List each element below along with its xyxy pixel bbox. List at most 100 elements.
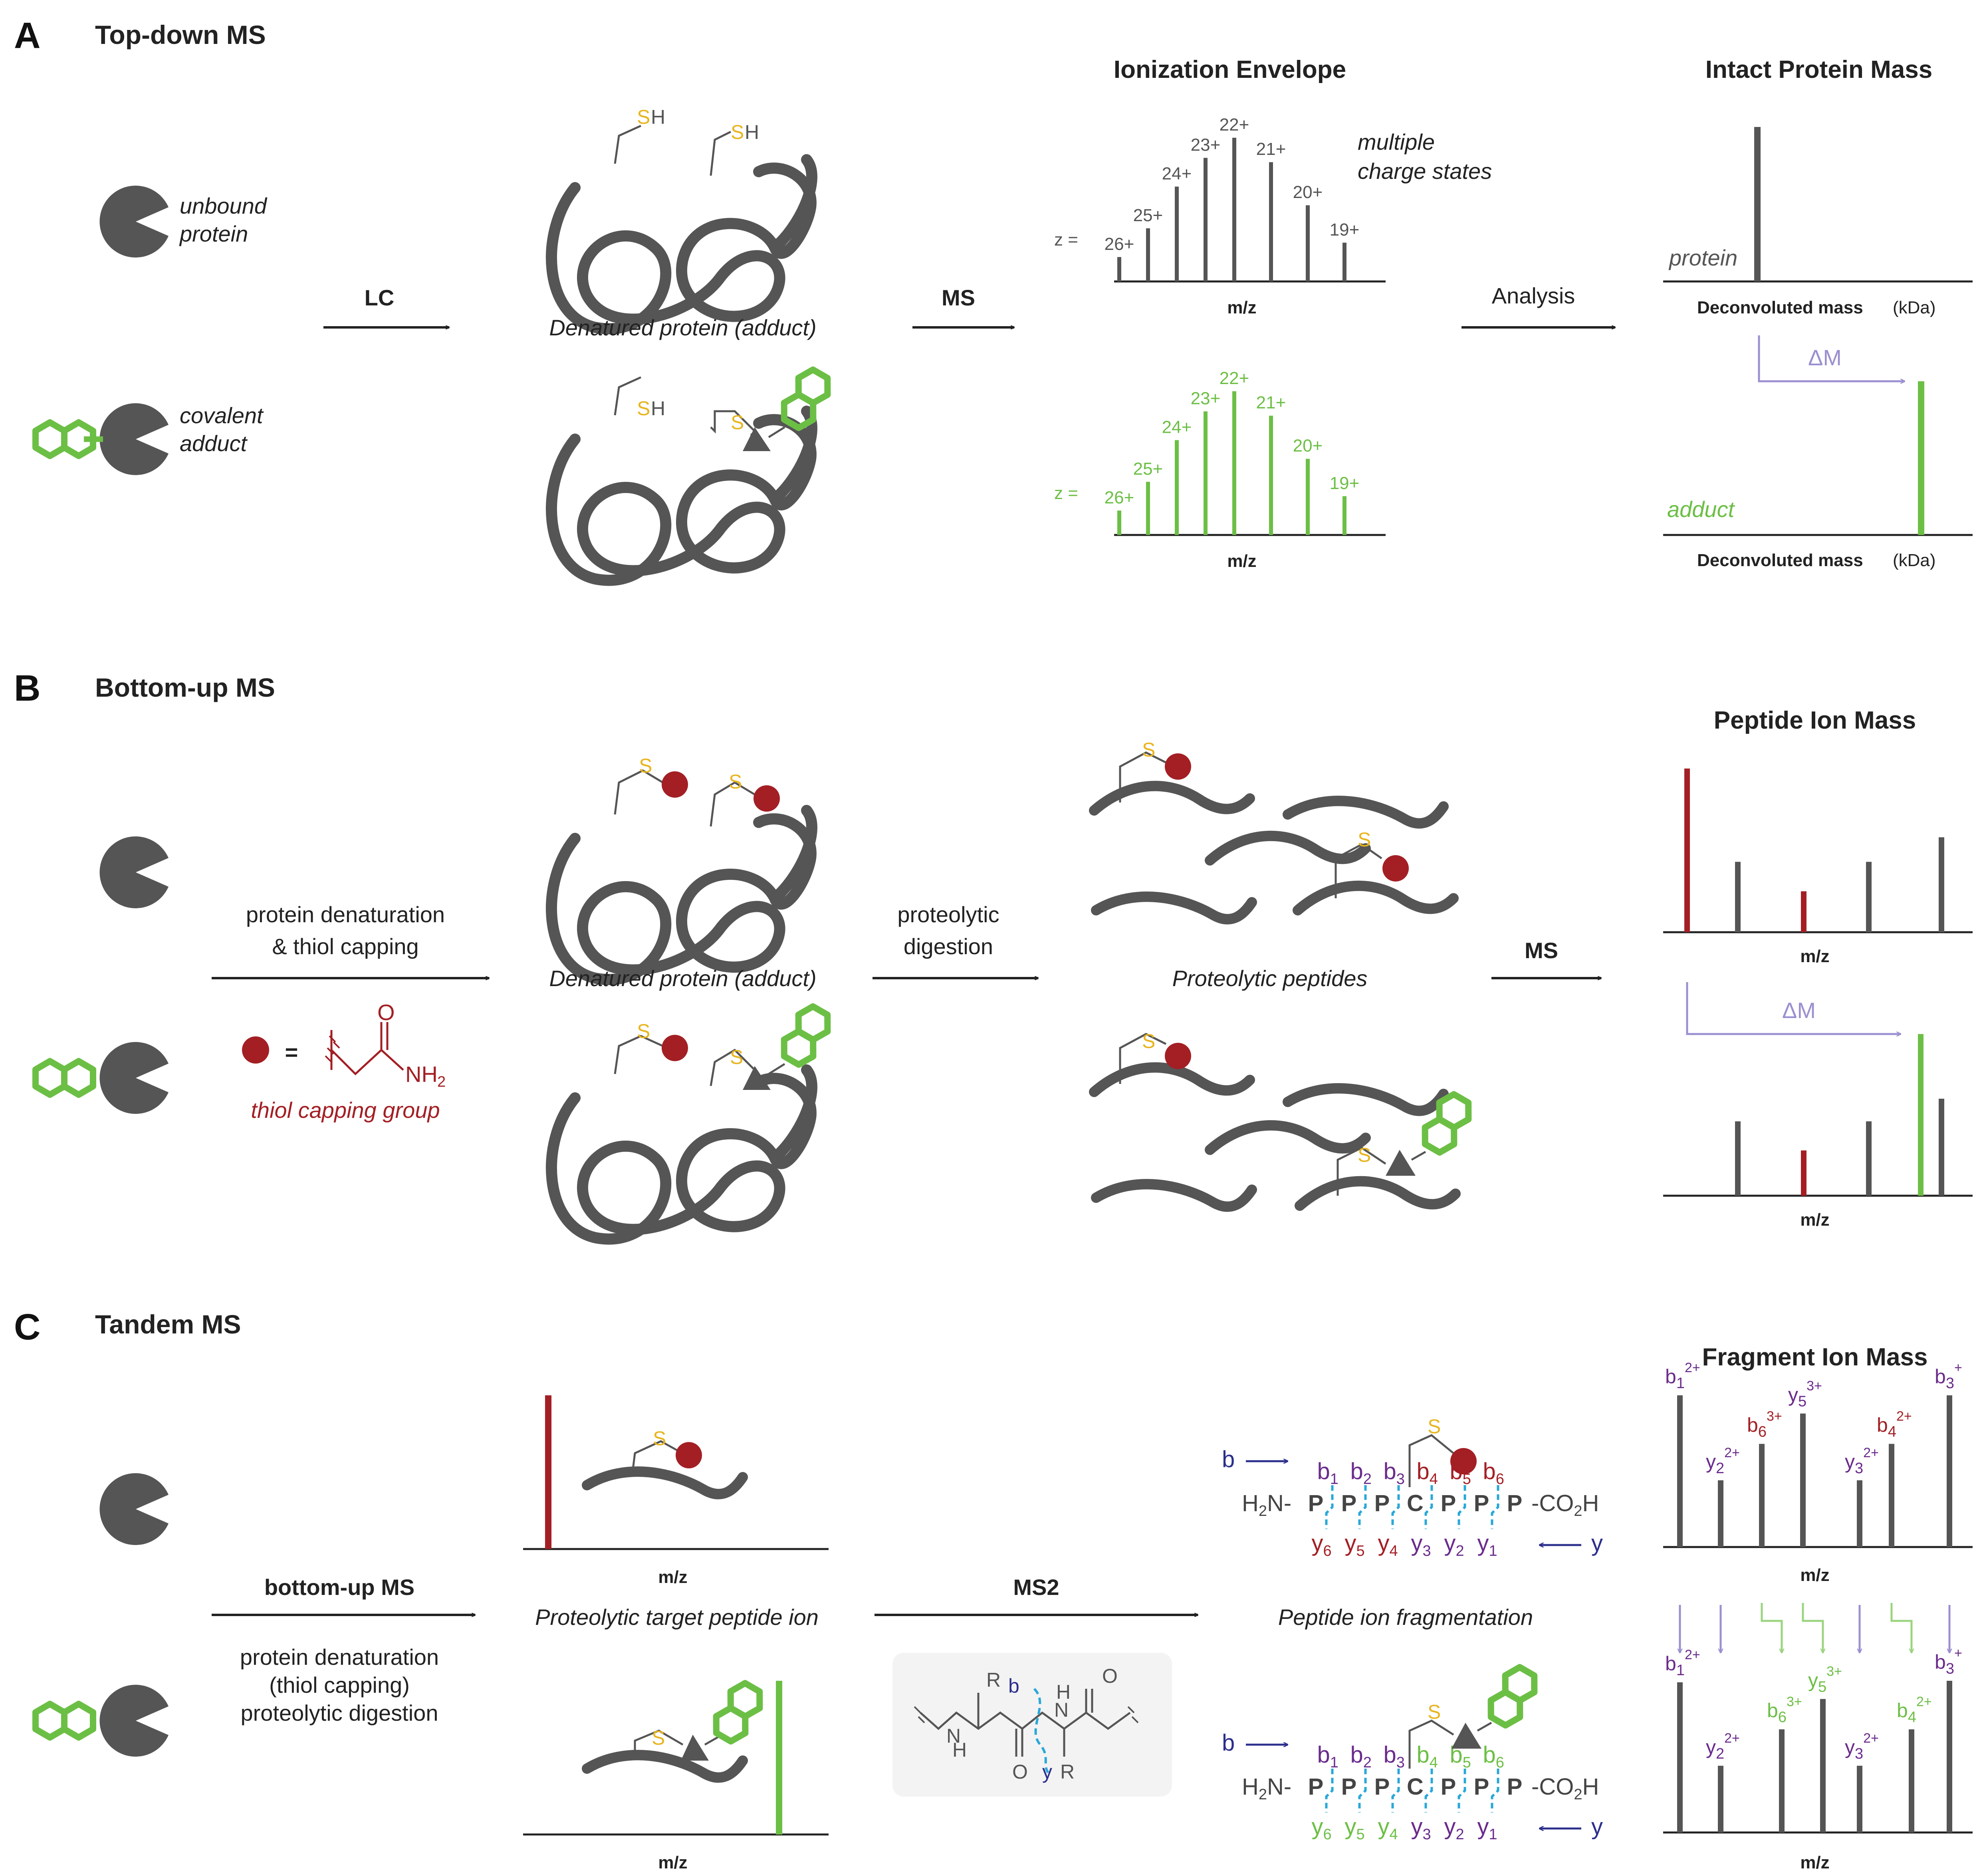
- peptide-top-peak-2: [1735, 862, 1741, 932]
- fragment-spectrum-adduct: b12+y22+b63+y53+y32+b42+b3+: [1663, 1646, 1973, 1834]
- unbound-label-1: unbound: [180, 193, 268, 218]
- frag-s-1: S: [1428, 1415, 1441, 1438]
- capping-equals: =: [285, 1040, 298, 1065]
- peptides-caption: Proteolytic peptides: [1172, 966, 1368, 991]
- c-terminus: -CO2H: [1531, 1774, 1599, 1803]
- denatured-capped-top: [551, 769, 812, 980]
- target-s-1: S: [653, 1427, 666, 1450]
- fragment-label-2: y22+: [1706, 1731, 1740, 1762]
- step1-bold-c: bottom-up MS: [264, 1575, 414, 1600]
- covalent-adduct-icon-b: [36, 1042, 169, 1114]
- capped-s-1: S: [639, 755, 652, 777]
- capping-nh: NH: [405, 1062, 438, 1087]
- kda-label-top: (kDa): [1893, 298, 1936, 317]
- chem-b: b: [1008, 1675, 1019, 1697]
- residue-1: P: [1308, 1774, 1324, 1800]
- panel-b-title: Bottom-up MS: [95, 673, 275, 702]
- y-fragment-4: y3: [1411, 1814, 1431, 1843]
- y-ion-label: y: [1591, 1530, 1603, 1556]
- peptide-top-peak-1: [1684, 769, 1690, 932]
- fragment-label-4: y53+: [1808, 1664, 1842, 1696]
- sh-s-3: S: [637, 397, 650, 420]
- fragment-label-2: y22+: [1706, 1445, 1740, 1477]
- sh-h-3: H: [651, 397, 665, 420]
- protein-peak-label: protein: [1668, 245, 1737, 270]
- fragment-peak-4: [1800, 1413, 1806, 1547]
- cleavage-line-2: [1358, 1769, 1367, 1813]
- ionization-envelope-unbound: 26+25+24+23+22+21+20+19+: [1105, 115, 1386, 283]
- y-fragment-3: y4: [1378, 1814, 1398, 1843]
- charge-label-24+: 24+: [1162, 164, 1192, 183]
- n-terminus: H2N-: [1242, 1490, 1291, 1519]
- ms-label-a: MS: [942, 285, 975, 310]
- panel-c-title: Tandem MS: [95, 1309, 241, 1339]
- cleavage-line-1: [1325, 1769, 1334, 1813]
- ms2-label: MS2: [1013, 1575, 1059, 1600]
- b-fragment-6: b6: [1483, 1742, 1504, 1771]
- delta-m-label-b: ΔM: [1782, 998, 1816, 1023]
- fragment-label-3: b63+: [1747, 1409, 1782, 1440]
- residue-1: P: [1308, 1490, 1324, 1516]
- residue-6: P: [1474, 1490, 1489, 1516]
- envelope-peak-26+: [1117, 257, 1121, 281]
- target-peak-adduct: [776, 1681, 782, 1834]
- target-caption: Proteolytic target peptide ion: [535, 1605, 819, 1630]
- fragment-spectrum-capped: b12+y22+b63+y53+y32+b42+b3+: [1663, 1360, 1973, 1548]
- capping-dot-icon: [242, 1036, 269, 1064]
- covalent-adduct-icon-c: [36, 1685, 169, 1757]
- denatured-protein-top: [551, 125, 812, 329]
- envelope-peak-24+: [1175, 186, 1179, 281]
- fragment-peak-6: [1909, 1729, 1914, 1832]
- frag-bot-mz: m/z: [1800, 1853, 1829, 1872]
- peptide-bot-peak-3: [1866, 1121, 1872, 1196]
- envelope-peak-20+: [1306, 459, 1310, 535]
- z-label-bot: z =: [1054, 483, 1078, 503]
- denatured-adduct-bottom: [551, 365, 835, 580]
- fragment-peak-2: [1718, 1480, 1723, 1547]
- residue-5: P: [1441, 1774, 1456, 1800]
- charge-label-26+: 26+: [1105, 234, 1134, 254]
- frag-sidechain-adduct: [1408, 1663, 1541, 1769]
- frag-s-2: S: [1428, 1701, 1441, 1723]
- b-fragment-6: b6: [1483, 1458, 1504, 1488]
- peptide-bot-peak-2: [1801, 1150, 1806, 1196]
- unbound-label-2: protein: [179, 221, 248, 246]
- adduct-s-a: S: [731, 411, 744, 434]
- fragmentation-chemistry-box: [892, 1653, 1172, 1797]
- chem-o-1: O: [1012, 1761, 1028, 1783]
- envelope-peak-26+: [1117, 510, 1121, 535]
- peptide-bot-peak-1: [1735, 1121, 1741, 1196]
- sh-h-1: H: [651, 106, 665, 128]
- b-ion-label: b: [1222, 1446, 1235, 1472]
- shift-arrow-bent-3: [1890, 1603, 1912, 1653]
- fragment-peak-4: [1820, 1699, 1826, 1832]
- pep-bot-mz: m/z: [1800, 1210, 1829, 1230]
- fragment-title: Fragment Ion Mass: [1702, 1343, 1928, 1371]
- frag-caption: Peptide ion fragmentation: [1278, 1605, 1533, 1630]
- cleavage-line-5: [1457, 1769, 1466, 1813]
- sh-s-1: S: [637, 106, 650, 128]
- peptide-s-4: S: [1358, 1144, 1371, 1166]
- charge-label-21+: 21+: [1256, 139, 1286, 159]
- fragment-peak-3: [1779, 1729, 1785, 1832]
- charge-label-25+: 25+: [1133, 459, 1163, 479]
- fragment-label-6: b42+: [1877, 1409, 1912, 1440]
- deconv-label-bot: Deconvoluted mass: [1697, 551, 1863, 570]
- fragment-peak-1: [1677, 1682, 1683, 1832]
- b-ion-label: b: [1222, 1730, 1235, 1756]
- fragment-label-1: b12+: [1665, 1360, 1700, 1392]
- b-fragment-4: b4: [1417, 1458, 1438, 1488]
- envelope-peak-25+: [1146, 481, 1150, 535]
- fragment-label-6: b42+: [1897, 1694, 1932, 1726]
- adduct-peak-label: adduct: [1667, 497, 1735, 522]
- cleavage-line-2: [1358, 1485, 1367, 1529]
- target-peak-capped: [545, 1395, 551, 1549]
- denatured-caption-a: Denatured protein (adduct): [549, 315, 816, 340]
- charge-label-22+: 22+: [1220, 115, 1249, 135]
- chem-r-2: R: [1060, 1761, 1075, 1783]
- charge-label-23+: 23+: [1191, 135, 1221, 155]
- charge-label-22+: 22+: [1220, 368, 1249, 388]
- residue-3: P: [1374, 1490, 1390, 1516]
- denatured-adduct-b: [551, 1002, 835, 1239]
